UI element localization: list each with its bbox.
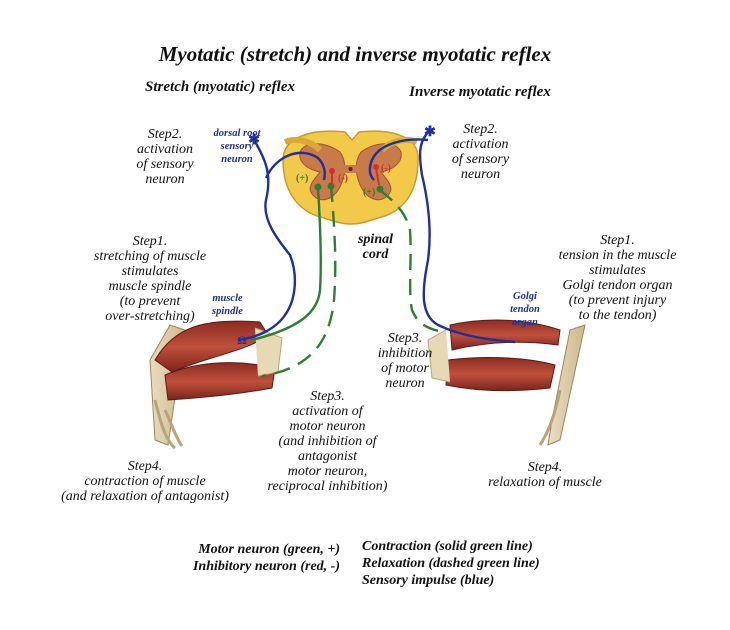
legend-motor-neuron: Motor neuron (green, +) <box>198 542 340 557</box>
right-dorsal-ganglion-marker: ✱ <box>424 125 436 140</box>
dorsal-root-sensory-neuron-label: dorsal root sensory neuron <box>213 128 261 165</box>
right-heading: Inverse myotatic reflex <box>409 84 551 100</box>
right-motor-neuron-body <box>376 185 384 193</box>
left-minus-sign: (-) <box>338 173 348 184</box>
legend-contraction: Contraction (solid green line) <box>362 539 533 554</box>
spinal-cord-label: spinal cord <box>357 232 393 262</box>
left-motor-dashed-line <box>261 185 337 378</box>
left-step3-label: Step3. activation of motor neuron (and i… <box>267 389 388 494</box>
right-sensory-neuron-line <box>418 129 516 344</box>
left-step2-label: Step2. activation of sensory neuron <box>136 127 194 187</box>
right-sensory-to-cord <box>368 138 429 181</box>
right-minus-sign: (-) <box>381 163 391 174</box>
right-inhibitory-neuron-body <box>373 164 379 170</box>
legend-sensory-impulse: Sensory impulse (blue) <box>362 573 495 588</box>
left-inhibitory-neuron-body <box>329 168 335 174</box>
spinal-cord-grey-matter-right <box>355 143 402 201</box>
right-inhibitory-interneuron <box>375 167 380 186</box>
legend-inhibitory-neuron: Inhibitory neuron (red, -) <box>192 559 340 574</box>
right-plus-sign: (+) <box>363 187 376 198</box>
left-dorsal-ganglion-marker: ✱ <box>248 133 260 148</box>
left-forearm-muscle <box>154 320 269 373</box>
right-forearm-muscle <box>449 319 561 351</box>
left-tendon <box>254 327 283 377</box>
left-sensory-to-cord <box>264 151 326 181</box>
legend-relaxation: Relaxation (dashed green line) <box>362 556 540 571</box>
diagram-title: Myotatic (stretch) and inverse myotatic … <box>158 42 552 66</box>
left-hand-bones <box>153 399 184 450</box>
left-step4-label: Step4. contraction of muscle (and relaxa… <box>61 459 229 504</box>
right-lower-muscle <box>445 357 556 392</box>
right-arm-illustration <box>427 319 586 446</box>
left-plus-sign: (+) <box>296 173 309 184</box>
left-step1-label: Step1. stretching of muscle stimulates m… <box>93 234 207 324</box>
right-tendon <box>427 329 451 383</box>
right-step4-label: Step4. relaxation of muscle <box>488 460 602 490</box>
dorsal-root-left <box>283 137 323 153</box>
right-step2-label: Step2. activation of sensory neuron <box>451 122 510 182</box>
left-lower-muscle <box>164 362 276 401</box>
right-hand-bones <box>538 389 562 446</box>
left-motor-neuron-body <box>314 183 322 191</box>
left-heading: Stretch (myotatic) reflex <box>145 79 295 95</box>
central-canal <box>348 167 353 171</box>
right-step3-label: Step3. inhibition of motor neuron <box>377 331 433 391</box>
right-step1-label: Step1. tension in the muscle stimulates … <box>558 233 677 323</box>
muscle-spindle-label: muscle spindle <box>212 293 243 317</box>
left-sensory-neuron-line <box>237 139 297 342</box>
right-bone <box>547 324 586 446</box>
muscle-spindle-marker: Ω <box>237 333 247 347</box>
right-motor-dashed-line <box>379 189 446 334</box>
left-motor-solid-line <box>251 186 323 342</box>
left-arm-illustration <box>149 320 283 450</box>
golgi-tendon-organ-label: Golgi tendon organ <box>510 291 540 328</box>
